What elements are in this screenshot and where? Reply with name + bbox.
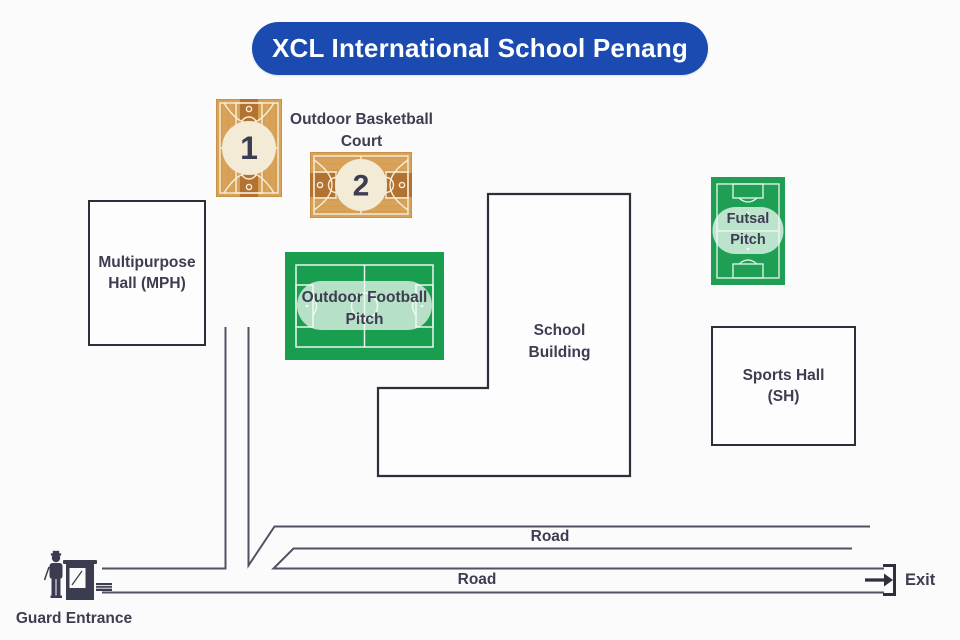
futsal-pitch-label: Futsal Pitch: [726, 211, 770, 248]
basketball-court-1-icon: 1: [216, 99, 282, 197]
exit-label: Exit: [905, 571, 936, 589]
exit-marker: [865, 564, 896, 596]
mph-label: Multipurpose Hall (MPH): [98, 253, 196, 293]
school-building-label: School Building: [528, 322, 591, 361]
exit-arrow-icon: [865, 573, 893, 587]
basketball-court-label-line2: Court: [340, 132, 383, 150]
building-multipurpose-hall: Multipurpose Hall (MPH): [88, 200, 206, 346]
football-pitch-label: Outdoor Football Pitch: [301, 289, 428, 328]
basketball-court-label: Outdoor Basketball Court: [286, 109, 437, 152]
court-1-number: 1: [240, 130, 258, 166]
court-2-number: 2: [353, 170, 370, 203]
basketball-court-2-icon: 2: [310, 152, 412, 218]
sports-hall-label: Sports Hall (SH): [742, 366, 825, 406]
title-banner: XCL International School Penang: [252, 22, 708, 75]
basketball-court-label-line1: Outdoor Basketball: [290, 111, 433, 128]
building-sports-hall: Sports Hall (SH): [711, 326, 856, 446]
road-lower-label: Road: [457, 571, 497, 588]
road-upper-label: Road: [530, 528, 570, 545]
guard-entrance-label: Guard Entrance: [15, 610, 133, 627]
page-title: XCL International School Penang: [272, 33, 688, 63]
futsal-pitch-icon: [711, 177, 785, 285]
guard-entrance-icon: [44, 550, 112, 600]
